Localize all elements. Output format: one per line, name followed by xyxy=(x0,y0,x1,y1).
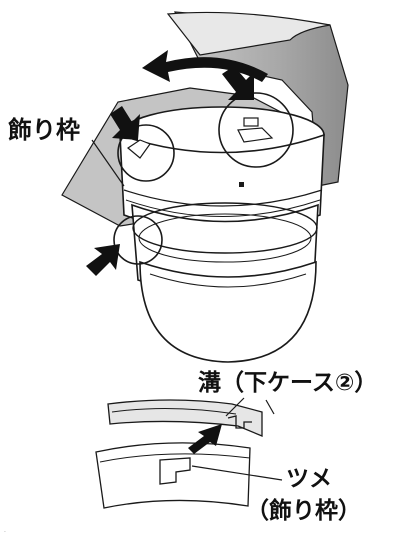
insert-arrow-icon xyxy=(188,424,222,454)
ring-strip-line xyxy=(99,453,251,463)
leader-decor-ring xyxy=(91,139,125,187)
dome-highlight xyxy=(149,273,307,288)
camera-illustration xyxy=(61,11,349,363)
push-arrow-top-icon xyxy=(222,66,254,100)
groove-case-top xyxy=(107,399,263,437)
tab-left xyxy=(126,139,151,159)
groove-case-edge xyxy=(111,407,237,415)
tab-right xyxy=(237,127,274,143)
corner-mark: . xyxy=(4,527,6,534)
push-arrow-bottom-icon xyxy=(86,244,120,276)
label-tab-sub: （飾り枠） xyxy=(246,498,361,524)
detail-illustration: . xyxy=(4,397,283,534)
tab-right-slot xyxy=(243,117,259,127)
groove-tick xyxy=(265,399,275,415)
leader-groove xyxy=(225,397,245,417)
detail-circle-right xyxy=(218,92,294,168)
detail-circle-left xyxy=(117,124,175,182)
lower-case-rim xyxy=(132,202,318,254)
small-marker xyxy=(239,182,244,187)
detail-circle-bottom xyxy=(113,215,163,265)
leader-tab xyxy=(191,465,283,481)
groove-notch xyxy=(227,415,252,429)
label-decor-ring: 飾り枠 xyxy=(8,116,80,144)
label-groove: 溝（下ケース②） xyxy=(198,370,378,396)
label-tab: ツメ xyxy=(286,466,332,492)
decor-ring-band xyxy=(123,189,323,207)
mount-top-rim xyxy=(166,11,331,56)
dome-cover xyxy=(139,260,317,363)
ring-tab xyxy=(159,457,191,485)
lower-case-rim2 xyxy=(138,213,312,263)
rotation-arrow-icon xyxy=(142,50,268,82)
push-arrow-left-icon xyxy=(110,106,140,140)
decor-ring-band2 xyxy=(125,199,321,217)
